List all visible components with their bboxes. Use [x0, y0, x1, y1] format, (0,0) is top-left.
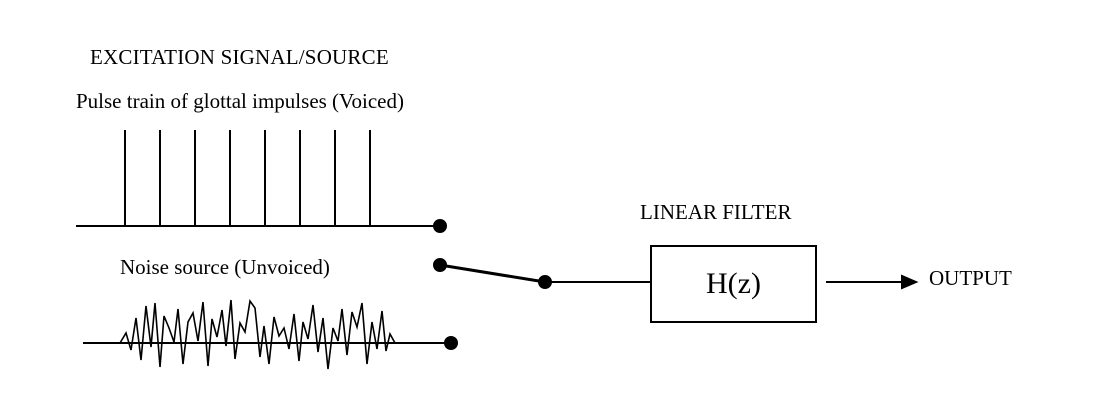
unvoiced-terminal — [444, 336, 458, 350]
excitation-title: EXCITATION SIGNAL/SOURCE — [90, 45, 389, 69]
noise-waveform — [119, 298, 396, 370]
filter-box — [650, 245, 817, 323]
switch-arm — [439, 263, 546, 284]
output-arrowhead — [901, 274, 919, 290]
unvoiced-label: Noise source (Unvoiced) — [120, 255, 330, 279]
voiced-label: Pulse train of glottal impulses (Voiced) — [76, 89, 404, 113]
linear-filter-label: LINEAR FILTER — [640, 200, 792, 224]
voiced-terminal — [433, 219, 447, 233]
output-label: OUTPUT — [929, 266, 1012, 290]
filter-transfer-function: H(z) — [706, 267, 761, 300]
pulse-train-impulses — [124, 130, 371, 226]
